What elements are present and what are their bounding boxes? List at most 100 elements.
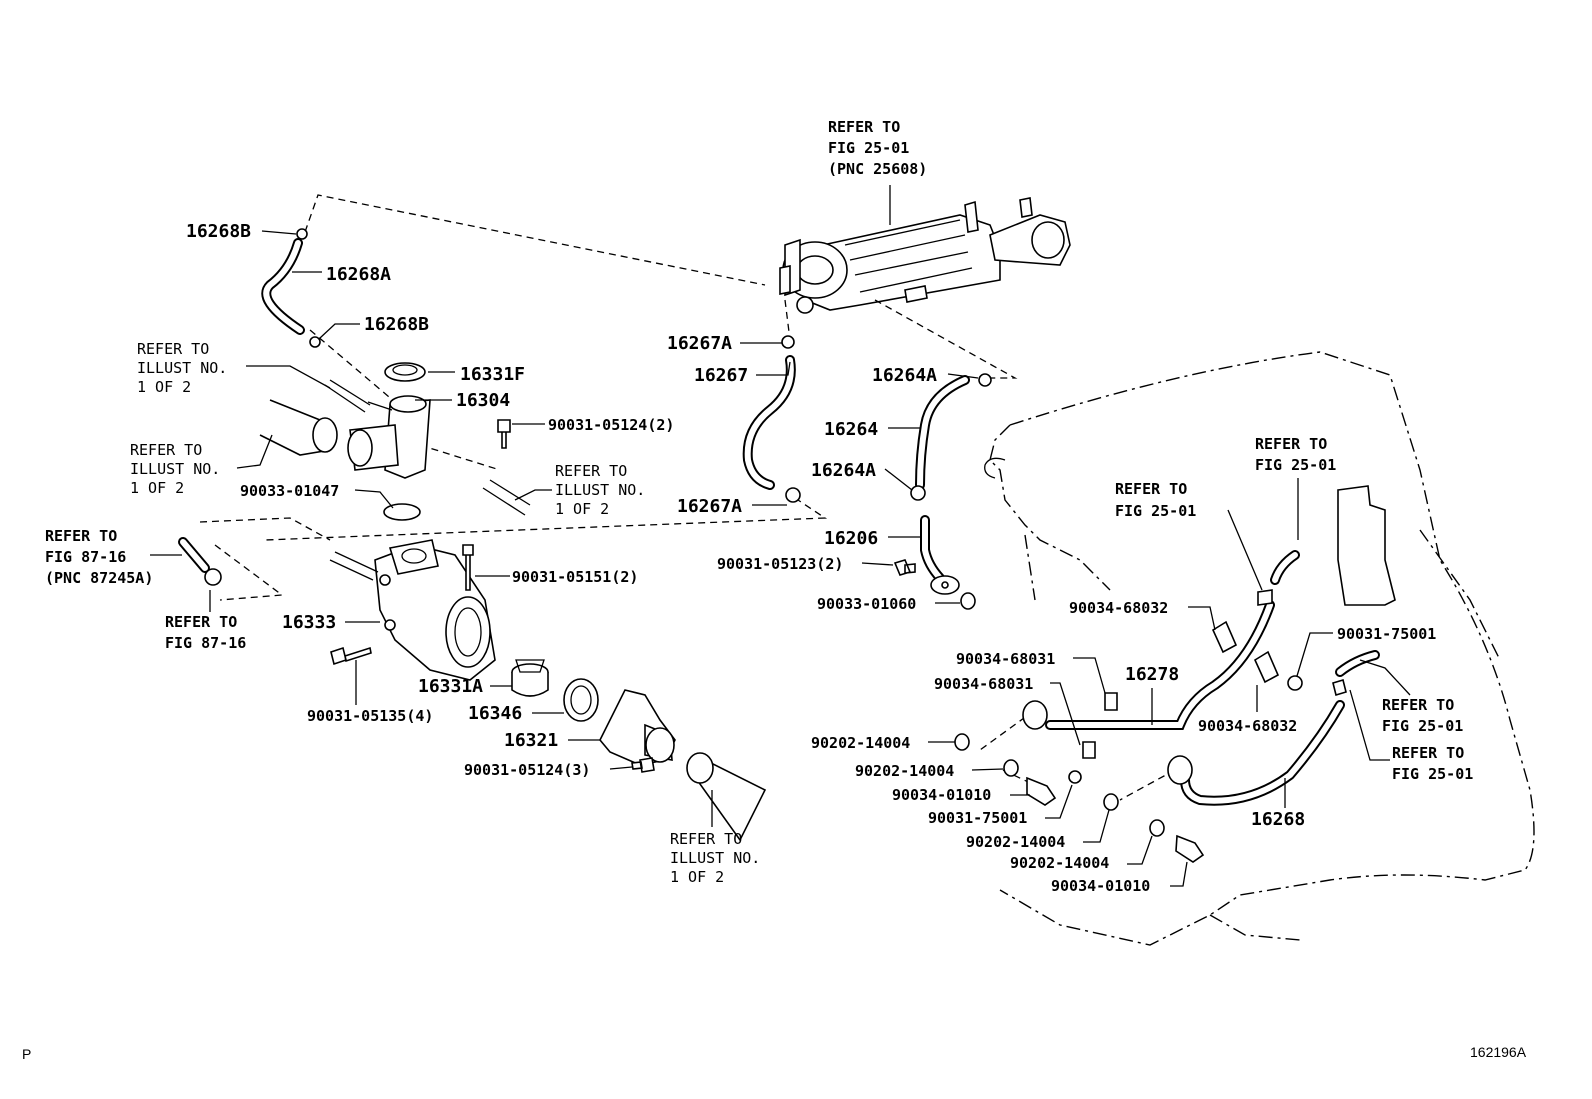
pipe-16268 — [1167, 700, 1345, 806]
callout-16331A: 16331A — [418, 676, 483, 697]
svg-text:REFER TO: REFER TO — [555, 462, 627, 480]
footer-left-mark: P — [22, 1046, 32, 1062]
callout-16333: 16333 — [282, 612, 336, 633]
figure-id: 162196A — [1470, 1044, 1527, 1060]
callout-16268: 16268 — [1251, 809, 1305, 830]
callout-90034-68032-b: 90034-68032 — [1198, 717, 1297, 735]
svg-text:FIG 25-01: FIG 25-01 — [1382, 717, 1463, 735]
callout-90202-14004-a: 90202-14004 — [811, 734, 910, 752]
callout-90033-01060: 90033-01060 — [817, 595, 916, 613]
callout-16264: 16264 — [824, 419, 878, 440]
callout-90031-05124-2: 90031-05124(2) — [548, 416, 674, 434]
callout-16268B-top: 16268B — [186, 221, 251, 242]
pipe-16206 — [920, 515, 960, 595]
hose-fig2501 — [1270, 550, 1380, 677]
svg-text:ILLUST NO.: ILLUST NO. — [555, 481, 645, 499]
clamp-16267A-top — [781, 335, 795, 349]
callout-90033-01047: 90033-01047 — [240, 482, 339, 500]
callout-90031-75001-a: 90031-75001 — [1337, 625, 1436, 643]
clamp-16268B-mid — [309, 336, 321, 348]
svg-text:1 OF 2: 1 OF 2 — [130, 479, 184, 497]
callout-90034-68031-b: 90034-68031 — [934, 675, 1033, 693]
svg-text:REFER TO: REFER TO — [137, 340, 209, 358]
housing-16333 — [329, 539, 496, 681]
note-illust-center: REFER TO ILLUST NO. 1 OF 2 — [555, 462, 645, 518]
clip-90034-68031-b — [1082, 741, 1096, 759]
svg-text:ILLUST NO.: ILLUST NO. — [130, 460, 220, 478]
callout-16206: 16206 — [824, 528, 878, 549]
callout-16278: 16278 — [1125, 664, 1179, 685]
callout-16268B-mid: 16268B — [364, 314, 429, 335]
callout-90202-14004-d: 90202-14004 — [1010, 854, 1109, 872]
svg-text:(PNC 87245A): (PNC 87245A) — [45, 569, 153, 587]
assembly-dashed-lines — [199, 194, 1176, 801]
svg-text:FIG 87-16: FIG 87-16 — [45, 548, 126, 566]
callout-16321: 16321 — [504, 730, 558, 751]
svg-text:(PNC 25608): (PNC 25608) — [828, 160, 927, 178]
water-outlet-16304 — [347, 395, 431, 479]
pipe-16278 — [1022, 600, 1275, 730]
refer-notes: REFER TO FIG 25-01 (PNC 25608) REFER TO … — [45, 118, 1473, 886]
egr-valve-right — [1337, 485, 1396, 606]
nut-90031-75001-b — [1068, 770, 1082, 784]
note-fig2501-d: REFER TO FIG 25-01 — [1392, 744, 1473, 783]
bolt-90031-05124-top — [497, 419, 511, 449]
nut-90031-75001-a — [1287, 675, 1303, 691]
svg-text:ILLUST NO.: ILLUST NO. — [670, 849, 760, 867]
union-bolt-90034-01010-a — [1026, 776, 1057, 806]
thermostat-16331A — [511, 659, 549, 697]
hose-illust-bottom — [686, 752, 767, 842]
svg-text:REFER TO: REFER TO — [1382, 696, 1454, 714]
callout-16346: 16346 — [468, 703, 522, 724]
callout-90031-05151-2: 90031-05151(2) — [512, 568, 638, 586]
svg-text:FIG 25-01: FIG 25-01 — [828, 139, 909, 157]
callout-labels: 16268B 16268A 16268B 16331F 16304 90031-… — [186, 221, 1436, 895]
gasket-90033-01060 — [960, 592, 976, 610]
hose-87-16 — [178, 537, 210, 573]
callout-16304: 16304 — [456, 390, 510, 411]
hose-illust-left — [259, 379, 371, 456]
callout-90034-01010-b: 90034-01010 — [1051, 877, 1150, 895]
leader-lines — [150, 230, 1411, 887]
svg-text:1 OF 2: 1 OF 2 — [670, 868, 724, 886]
note-fig8716: REFER TO FIG 87-16 — [165, 613, 246, 652]
washer-90202-14004-d — [1149, 819, 1165, 837]
o-ring-90033-01047 — [383, 503, 421, 521]
clamp-87-16 — [204, 568, 222, 586]
svg-text:1 OF 2: 1 OF 2 — [137, 378, 191, 396]
callout-16264A-top: 16264A — [872, 365, 937, 386]
callout-90202-14004-c: 90202-14004 — [966, 833, 1065, 851]
svg-text:REFER TO: REFER TO — [1392, 744, 1464, 762]
svg-text:REFER TO: REFER TO — [1255, 435, 1327, 453]
fitting-fig2501-a — [1257, 589, 1273, 606]
egr-cooler — [779, 197, 1071, 314]
clamp-16264A-top — [978, 373, 992, 387]
callout-90031-05123-2: 90031-05123(2) — [717, 555, 843, 573]
clamp-16267A-bot — [785, 487, 801, 503]
note-illust-bottom: REFER TO ILLUST NO. 1 OF 2 — [670, 830, 760, 886]
svg-text:REFER TO: REFER TO — [1115, 480, 1187, 498]
svg-text:REFER TO: REFER TO — [165, 613, 237, 631]
note-egr-cooler: REFER TO FIG 25-01 (PNC 25608) — [828, 118, 927, 178]
washer-90202-14004-c — [1103, 793, 1119, 811]
callout-16268A: 16268A — [326, 264, 391, 285]
callout-90034-68032-a: 90034-68032 — [1069, 599, 1168, 617]
clamp-16264A-bot — [910, 485, 926, 501]
callout-16264A-bot: 16264A — [811, 460, 876, 481]
svg-text:FIG 25-01: FIG 25-01 — [1255, 456, 1336, 474]
washer-90202-14004-b — [1003, 759, 1019, 777]
svg-text:REFER TO: REFER TO — [828, 118, 900, 136]
note-fig2501-a: REFER TO FIG 25-01 — [1255, 435, 1336, 474]
note-illust-left-top: REFER TO ILLUST NO. 1 OF 2 — [137, 340, 227, 396]
callout-90031-05124-3: 90031-05124(3) — [464, 761, 590, 779]
cap-16331F — [384, 362, 426, 382]
bolt-90031-05124-bot — [631, 757, 655, 773]
callout-16267A-top: 16267A — [667, 333, 732, 354]
hose-illust-center — [482, 479, 531, 516]
svg-text:FIG 87-16: FIG 87-16 — [165, 634, 246, 652]
callout-90031-05135-4: 90031-05135(4) — [307, 707, 433, 725]
washer-90202-14004-a — [954, 733, 970, 751]
clamp-16268B-top — [296, 228, 308, 240]
svg-text:REFER TO: REFER TO — [45, 527, 117, 545]
